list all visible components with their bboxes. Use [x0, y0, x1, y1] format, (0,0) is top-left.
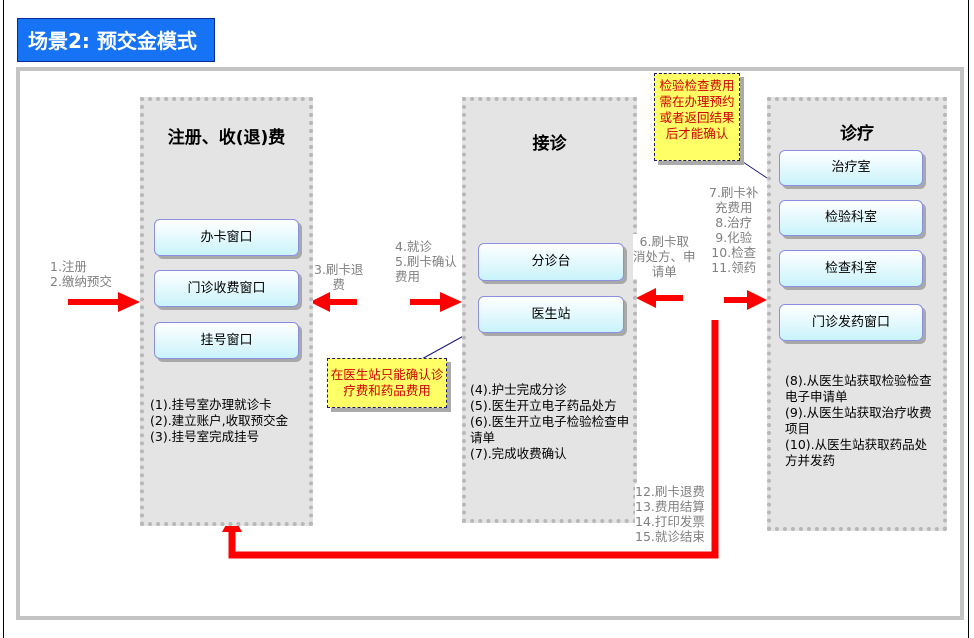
- registration-window-button[interactable]: 挂号窗口: [154, 322, 299, 359]
- arrow-right-icon: [724, 290, 767, 310]
- panel-title: 诊疗: [840, 124, 874, 144]
- flow-label-settlement: 12.刷卡退费 13.费用结算 14.打印发票 15.就诊结束: [635, 484, 705, 544]
- flow-label-cancel: 6.刷卡取 消处方、申 请单: [633, 234, 696, 279]
- return-flow-line: [228, 320, 719, 559]
- desc-line: (9).从医生站获取治疗收费项目: [785, 405, 932, 436]
- arrow-right-icon: [410, 292, 462, 312]
- exam-dept-button[interactable]: 检查科室: [779, 250, 923, 287]
- note-doctor-station: 在医生站只能确认诊疗费和药品费用: [327, 358, 447, 408]
- flow-label-supplement: 7.刷卡补 充费用 8.治疗 9.化验 10.检查 11.领药: [709, 185, 759, 275]
- desc-line: (6).医生开立电子检验检查申请单: [470, 414, 630, 445]
- flow-label-register: 1.注册 2.缴纳预交: [50, 259, 112, 289]
- desc-line: (4).护士完成分诊: [470, 382, 567, 397]
- desc-line: (5).医生开立电子药品处方: [470, 398, 617, 413]
- doctor-station-button[interactable]: 医生站: [478, 296, 624, 333]
- desc-line: (3).挂号室完成挂号: [150, 429, 260, 444]
- desc-line: (7).完成收费确认: [470, 446, 567, 461]
- pharmacy-window-button[interactable]: 门诊发药窗口: [779, 304, 923, 341]
- desc-line: (2).建立账户,收取预交金: [150, 413, 289, 428]
- flow-label-refund: 3.刷卡退 费: [314, 262, 364, 292]
- scenario-title: 场景2: 预交金模式: [17, 18, 215, 62]
- panel-registration: 注册、收(退)费: [140, 97, 313, 526]
- panel-title: 接诊: [532, 134, 567, 154]
- desc-line: (8).从医生站获取检验检查电子申请单: [785, 373, 932, 404]
- arrow-left-icon: [636, 288, 683, 308]
- desc-line: (1).挂号室办理就诊卡: [150, 397, 272, 412]
- panel-title: 注册、收(退)费: [167, 128, 286, 148]
- desc-line: (10).从医生站获取药品处方并发药: [785, 437, 928, 468]
- treatment-room-button[interactable]: 治疗室: [779, 150, 923, 186]
- lab-dept-button[interactable]: 检验科室: [779, 200, 923, 236]
- window-border: [3, 0, 969, 638]
- arrow-left-icon: [310, 292, 357, 312]
- diagram-frame: [16, 67, 964, 620]
- note-lab-fee: 检验检查费用需在办理预约或者返回结果后才能确认: [654, 73, 740, 161]
- card-window-button[interactable]: 办卡窗口: [154, 219, 299, 256]
- arrow-right-icon: [68, 292, 140, 312]
- flow-label-visit: 4.就诊 5.刷卡确认 费用: [395, 239, 457, 284]
- triage-desk-button[interactable]: 分诊台: [478, 243, 624, 281]
- payment-window-button[interactable]: 门诊收费窗口: [154, 270, 299, 307]
